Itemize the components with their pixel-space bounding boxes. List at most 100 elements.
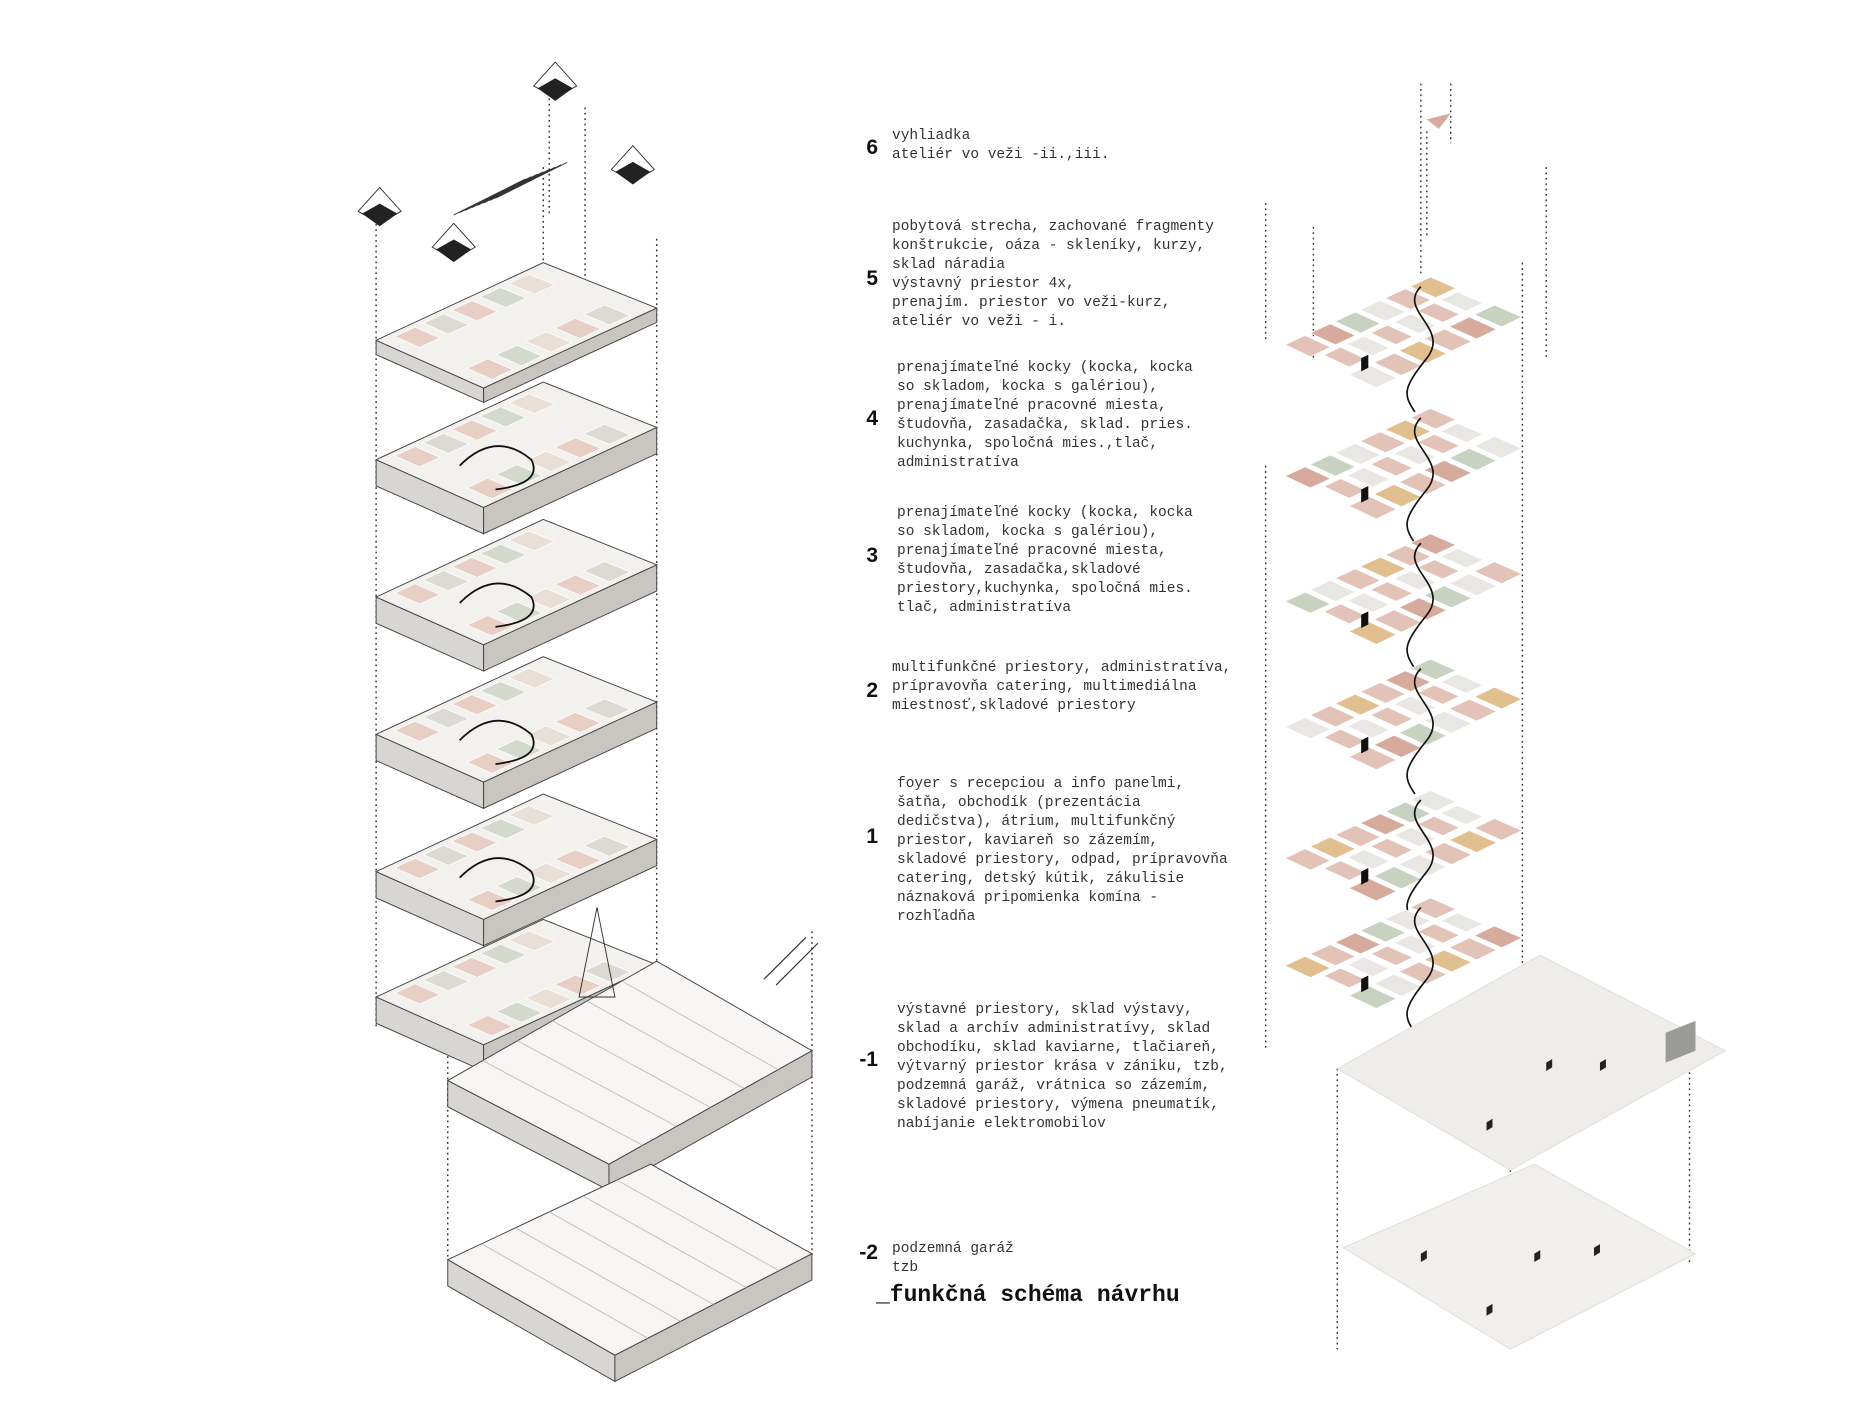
function-zone <box>1323 346 1367 368</box>
stair-core-icon <box>1593 1244 1600 1257</box>
function-zone <box>1309 580 1357 602</box>
room-block <box>524 331 573 353</box>
room-block <box>422 570 470 592</box>
room-block <box>507 805 556 826</box>
circulation-path <box>1406 542 1434 670</box>
room-block <box>466 889 514 911</box>
function-zone <box>1309 836 1357 859</box>
room-block <box>450 957 499 978</box>
roof-slat <box>471 171 544 209</box>
function-zone <box>1323 860 1367 881</box>
axonometric-floor-4-top <box>374 381 658 508</box>
function-zone <box>1439 673 1484 694</box>
floor-description-1: foyer s recepciou a info panelmi, šatňa,… <box>897 776 1228 925</box>
tower-structure <box>537 78 573 101</box>
function-zone <box>1334 311 1382 334</box>
function-zone <box>1346 849 1391 870</box>
function-zone <box>1448 573 1498 597</box>
people-icon <box>1361 611 1369 629</box>
roof-slat <box>459 176 532 213</box>
ramp <box>763 936 819 986</box>
function-zone <box>1369 706 1414 728</box>
room-block <box>394 720 441 742</box>
function-zone <box>1409 533 1457 555</box>
axonometric-floor-1-top <box>374 793 658 920</box>
function-zone <box>1398 722 1448 746</box>
service-core <box>1665 1020 1696 1063</box>
people-icon <box>1361 975 1369 993</box>
floor-number-minus-2: -2 <box>859 1241 878 1264</box>
function-zone <box>1448 316 1498 340</box>
room-block <box>394 858 441 880</box>
function-zone <box>1416 816 1461 837</box>
function-zone <box>1284 466 1332 489</box>
function-zone <box>1398 961 1448 985</box>
function-zone <box>1416 433 1461 455</box>
room-block <box>495 876 544 898</box>
people-icon <box>1361 736 1369 754</box>
function-zone <box>1448 698 1498 722</box>
function-zone <box>1448 448 1498 471</box>
roof-slat <box>477 169 550 206</box>
stair-core-icon <box>1486 1303 1493 1316</box>
floor-description-6: vyhliadka ateliér vo veži -ii.,iii. <box>892 128 1110 163</box>
function-zone <box>1346 956 1391 978</box>
function-zone <box>1473 686 1523 710</box>
function-zone <box>1284 955 1332 978</box>
floor-description-minus-2: podzemná garáž tzb <box>892 1241 1014 1276</box>
room-block <box>422 970 470 992</box>
stair-core-icon <box>1486 1118 1493 1131</box>
floor-description-4: prenajímateľné kocky (kocka, kocka so sk… <box>897 360 1193 471</box>
function-zone <box>1473 925 1523 949</box>
function-zone <box>1416 302 1461 323</box>
parking-row <box>481 1243 648 1339</box>
function-zone <box>1346 717 1391 739</box>
room-block <box>553 711 602 733</box>
room-block <box>524 588 573 610</box>
function-zone <box>1369 838 1414 859</box>
function-zone <box>1409 276 1457 299</box>
circulation-path <box>1406 799 1434 926</box>
room-block <box>479 287 527 308</box>
function-zone <box>1384 419 1432 442</box>
function-zone <box>1309 705 1357 728</box>
room-block <box>524 725 573 747</box>
function-zone <box>1384 545 1432 567</box>
function-zone <box>1393 313 1437 334</box>
room-block <box>582 423 632 445</box>
parking-row <box>582 1195 747 1288</box>
floor-description-5: pobytová strecha, zachované fragmenty ko… <box>892 219 1214 330</box>
circulation-path <box>1406 417 1434 544</box>
function-zone <box>1284 717 1332 740</box>
floor-description-3: prenajímateľné kocky (kocka, kocka so sk… <box>897 505 1193 616</box>
function-zone <box>1346 592 1391 613</box>
floor-number-1: 1 <box>866 825 878 848</box>
function-zone <box>1334 693 1382 716</box>
function-zone <box>1359 556 1407 579</box>
function-zone <box>1439 912 1484 933</box>
room-block <box>582 304 632 326</box>
room-block <box>507 273 556 295</box>
function-zone <box>1284 848 1332 871</box>
parking-row <box>621 980 779 1070</box>
function-zone <box>1359 682 1407 704</box>
room-block <box>422 432 470 454</box>
function-zone <box>1423 460 1473 483</box>
stair-core-icon <box>1534 1250 1541 1263</box>
parking-row <box>552 1020 711 1108</box>
room-block <box>524 862 573 884</box>
room-block <box>422 313 470 335</box>
axonometric-floor-5-top <box>374 262 658 389</box>
function-zone <box>1369 456 1414 477</box>
parking-row <box>517 1040 677 1127</box>
function-zone <box>1416 923 1461 944</box>
function-zone <box>1423 842 1473 865</box>
room-block <box>553 437 602 459</box>
function-zone <box>1384 288 1432 310</box>
function-zone <box>1448 937 1498 961</box>
room-block <box>479 406 527 428</box>
room-block <box>450 557 499 578</box>
function-zone <box>1369 945 1414 966</box>
function-zone <box>1369 581 1414 602</box>
lookout-zone <box>1426 113 1451 129</box>
